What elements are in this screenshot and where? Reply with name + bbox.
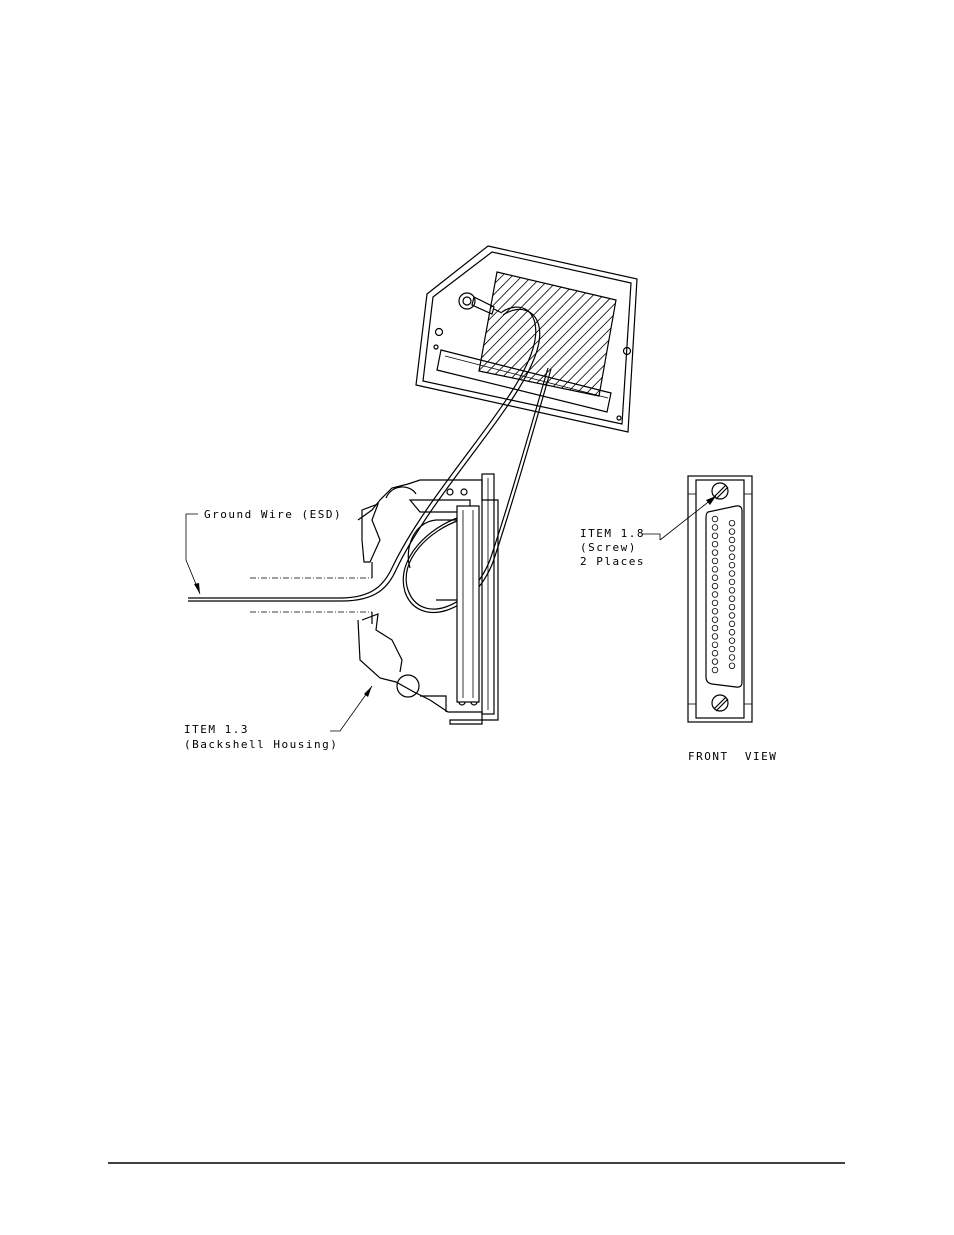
connector-pin <box>729 571 735 577</box>
hatch-line <box>490 268 620 400</box>
connector-pin <box>729 546 735 552</box>
ground-wire-label: Ground Wire (ESD) <box>204 508 342 521</box>
connector-pin <box>712 625 718 631</box>
hatch-line <box>650 268 780 400</box>
connector-pin <box>712 575 718 581</box>
mounting-hole <box>436 329 443 336</box>
hatch-line <box>440 268 570 400</box>
connector-pin <box>712 667 718 673</box>
connector-pin <box>729 596 735 602</box>
cover-plate <box>330 246 790 432</box>
connector-pin <box>729 588 735 594</box>
hatch-line <box>330 268 460 400</box>
hatch-line <box>530 268 660 400</box>
hatch-line <box>350 268 480 400</box>
connector-pin <box>712 525 718 531</box>
connector-pin <box>729 562 735 568</box>
housing-hole <box>447 489 453 495</box>
housing-hole <box>461 489 467 495</box>
hatch-line <box>580 268 710 400</box>
hatch-line <box>360 268 490 400</box>
connector-pin <box>729 537 735 543</box>
connector-pin <box>729 663 735 669</box>
connector-pin <box>729 638 735 644</box>
hatch-line <box>550 268 680 400</box>
screw-bottom <box>712 695 728 711</box>
item-screw-desc: (Screw) <box>580 541 637 554</box>
hatch-line <box>390 268 520 400</box>
hatch-line <box>570 268 700 400</box>
screw-top <box>712 483 728 499</box>
connector-pin <box>729 613 735 619</box>
connector-pin <box>712 583 718 589</box>
hatch-line <box>610 268 740 400</box>
front-view-connector <box>688 476 752 722</box>
mounting-hole <box>617 416 621 420</box>
connector-pin <box>712 541 718 547</box>
connector-insert-side <box>457 506 479 702</box>
connector-pin <box>712 650 718 656</box>
connector-pin <box>712 659 718 665</box>
connector-pin <box>712 600 718 606</box>
connector-pin <box>712 558 718 564</box>
item-screw-qty: 2 Places <box>580 555 645 568</box>
connector-pin <box>712 617 718 623</box>
connector-pin <box>712 516 718 522</box>
connector-pin <box>729 621 735 627</box>
hatch-line <box>420 268 550 400</box>
connector-pin <box>729 646 735 652</box>
hatch-line <box>620 268 750 400</box>
connector-pin <box>712 592 718 598</box>
connector-pin <box>729 520 735 526</box>
hatch-line <box>630 268 760 400</box>
item-housing-desc: (Backshell Housing) <box>184 738 338 751</box>
hatch-line <box>640 268 770 400</box>
connector-pin <box>729 629 735 635</box>
hatch-line <box>660 268 790 400</box>
connector-pin <box>712 550 718 556</box>
hatch-line <box>340 268 470 400</box>
connector-pin <box>729 554 735 560</box>
hatch-line <box>510 268 640 400</box>
connector-pin <box>729 604 735 610</box>
housing-boss <box>397 675 419 697</box>
connector-pin <box>729 655 735 661</box>
hatch-line <box>600 268 730 400</box>
hatch-line <box>400 268 530 400</box>
connector-pin <box>712 533 718 539</box>
front-view-label: FRONT VIEW <box>688 750 777 763</box>
connector-pin <box>712 642 718 648</box>
connector-pin <box>729 579 735 585</box>
item-housing-title: ITEM 1.3 <box>184 723 249 736</box>
connector-pin <box>712 608 718 614</box>
pin-array <box>712 516 735 673</box>
connector-pin <box>729 529 735 535</box>
mounting-hole <box>434 345 438 349</box>
connector-pin <box>712 634 718 640</box>
item-screw-title: ITEM 1.8 <box>580 527 645 540</box>
hatch-line <box>470 268 600 400</box>
connector-pin <box>712 567 718 573</box>
